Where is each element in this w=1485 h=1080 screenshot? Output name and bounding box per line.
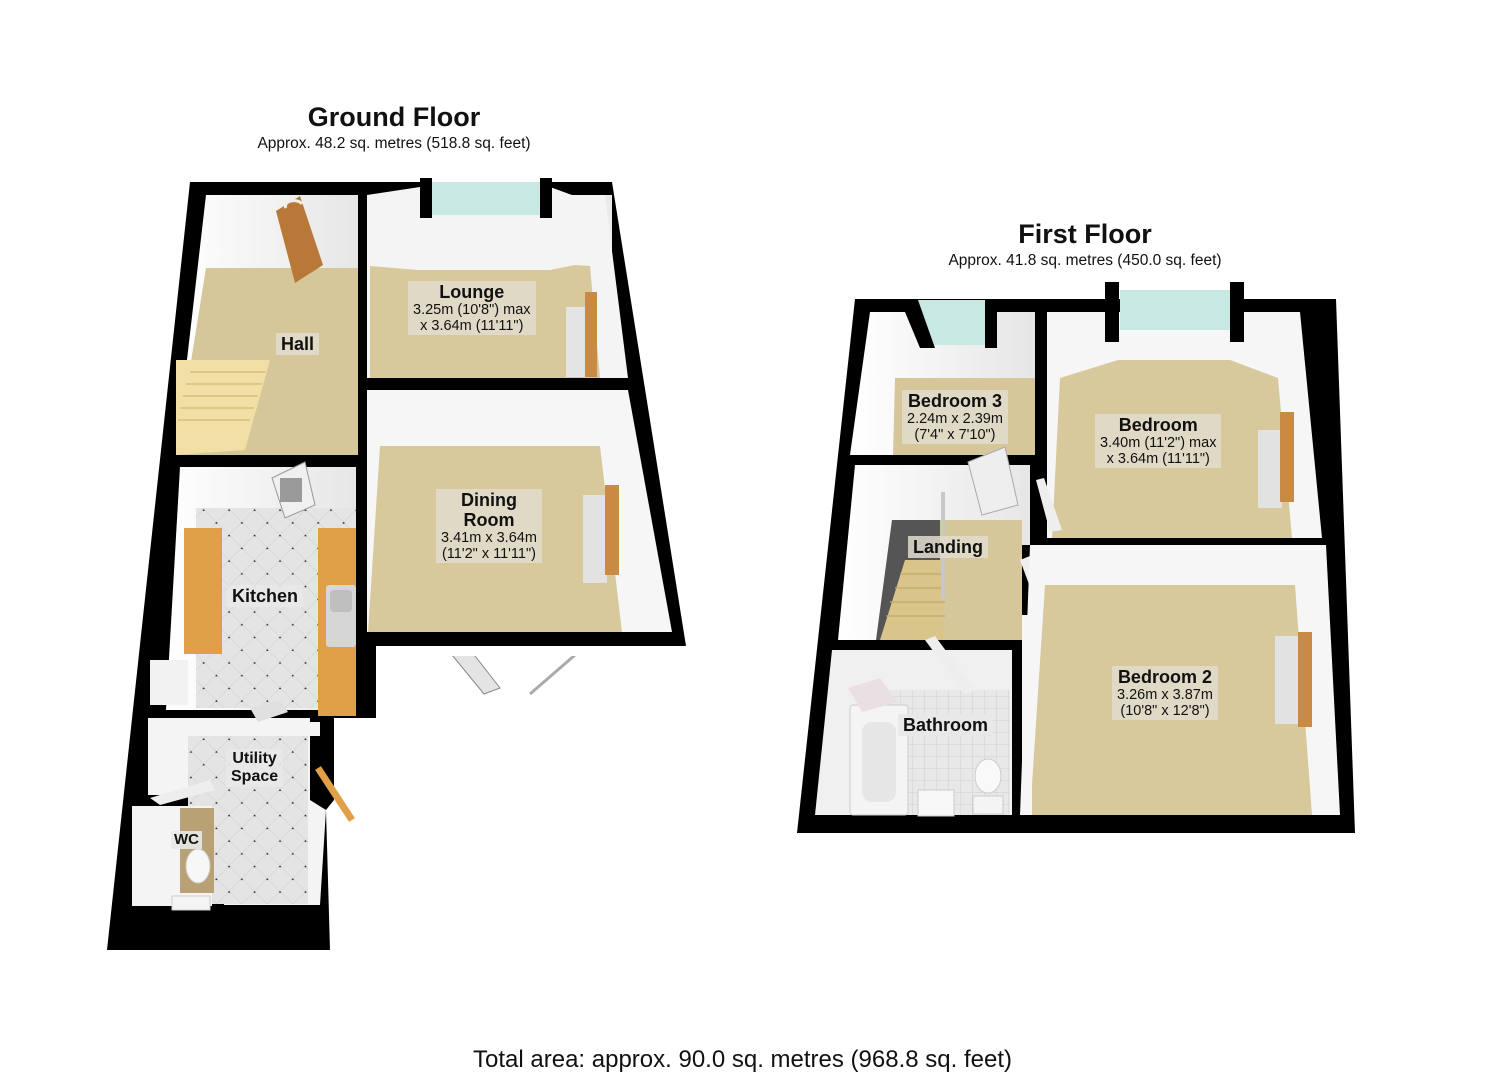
ground-floor-title: Ground Floor [307,102,481,132]
room-name-line2: Space [231,768,279,785]
room-name: WC [174,831,199,848]
room-name-line2: Room [463,510,515,530]
room-dimensions-metric: 3.25m (10'8") max [413,302,531,318]
first-floor-title: First Floor [1018,219,1152,249]
room-dimensions-metric: 2.24m x 2.39m [907,411,1003,427]
room-label-bedroom-3: Bedroom 3 2.24m x 2.39m (7'4" x 7'10") [902,390,1008,444]
first-floor-area: Approx. 41.8 sq. metres (450.0 sq. feet) [948,252,1222,269]
room-dimensions-imperial: (7'4" x 7'10") [914,427,996,443]
room-label-bedroom-2: Bedroom 2 3.26m x 3.87m (10'8" x 12'8") [1112,666,1218,720]
room-label-lounge: Lounge 3.25m (10'8") max x 3.64m (11'11"… [408,281,536,335]
room-label-bathroom: Bathroom [898,714,993,736]
first-floor-plan [797,282,1355,833]
room-label-kitchen: Kitchen [227,585,304,607]
room-dimensions-imperial: x 3.64m (11'11") [1106,451,1210,467]
room-label-dining-room: Dining Room 3.41m x 3.64m (11'2" x 11'11… [436,489,542,563]
total-area: Total area: approx. 90.0 sq. metres (968… [473,1046,1012,1073]
room-label-wc: WC [171,831,202,849]
room-name: Utility [232,750,277,767]
room-dimensions-imperial: (11'2" x 11'11") [441,546,536,562]
room-name: Lounge [439,282,505,302]
room-name: Kitchen [232,586,299,606]
ground-floor-plan [107,178,686,950]
room-label-landing: Landing [908,536,988,558]
ground-floor-area: Approx. 48.2 sq. metres (518.8 sq. feet) [257,135,531,152]
room-name: Bedroom 2 [1117,667,1212,687]
room-name: Bathroom [903,715,988,735]
room-dimensions-metric: 3.40m (11'2") max [1100,435,1217,451]
room-name: Bedroom 3 [907,391,1002,411]
room-label-hall: Hall [276,333,320,355]
room-dimensions-imperial: (10'8" x 12'8") [1120,703,1210,719]
room-name: Bedroom [1118,415,1198,435]
room-name: Dining [460,490,517,510]
room-label-utility-space: Utility Space [226,749,284,787]
room-dimensions-imperial: x 3.64m (11'11") [420,318,524,334]
room-label-bedroom: Bedroom 3.40m (11'2") max x 3.64m (11'11… [1095,414,1222,468]
room-name: Hall [281,334,315,354]
room-dimensions-metric: 3.41m x 3.64m [441,530,537,546]
room-dimensions-metric: 3.26m x 3.87m [1117,687,1213,703]
room-name: Landing [913,537,983,557]
